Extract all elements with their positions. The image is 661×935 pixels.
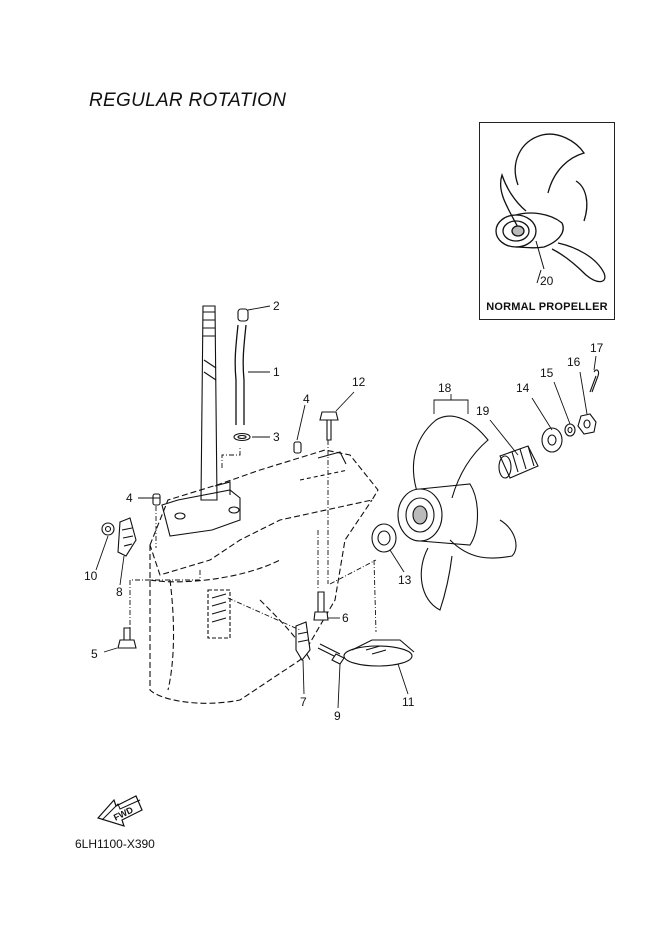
thrust-washer-13	[371, 523, 397, 553]
nut-10-hole	[104, 525, 112, 533]
part-label-16: 16	[567, 355, 581, 369]
bolt-12	[319, 411, 339, 441]
nut-10	[101, 522, 115, 536]
part-label-8: 8	[116, 585, 123, 599]
fwd-arrow-icon: FWD	[96, 795, 143, 827]
part-label-2: 2	[273, 299, 280, 313]
spacer-19	[498, 445, 539, 479]
plug-left	[152, 493, 161, 506]
normal-propeller-inset: 20 NORMAL PROPELLER	[479, 122, 615, 320]
part-label-5: 5	[91, 647, 98, 661]
plug-upper	[293, 441, 302, 454]
bolt-6	[313, 591, 329, 621]
part-label-17: 17	[590, 341, 604, 355]
part-number-labels: 2 1 3 4 4 10 8 5 6 7 9 11 12 13 14 15 16…	[84, 299, 604, 723]
washer-15-hole	[567, 426, 573, 434]
lower-casing	[149, 449, 379, 704]
part-label-4-upper: 4	[303, 392, 310, 406]
propeller-18	[397, 415, 517, 611]
part-label-6: 6	[342, 611, 349, 625]
drawing-code: 6LH1100-X390	[75, 837, 155, 851]
nut-16	[577, 413, 597, 435]
anode-11	[343, 639, 415, 667]
part-label-15: 15	[540, 366, 554, 380]
inset-part-number: 20	[540, 274, 554, 288]
part-label-14: 14	[516, 381, 530, 395]
part-label-10: 10	[84, 569, 98, 583]
part-label-1: 1	[273, 365, 280, 379]
inset-caption: NORMAL PROPELLER	[486, 301, 608, 313]
part-label-4-left: 4	[126, 491, 133, 505]
part-label-11: 11	[402, 695, 415, 709]
part-label-12: 12	[352, 375, 366, 389]
bolt-5	[117, 627, 137, 649]
part-label-7: 7	[300, 695, 307, 709]
inset-propeller-drawing: 20	[495, 133, 606, 288]
part-label-18: 18	[438, 381, 452, 395]
bolt-9	[317, 643, 345, 665]
drive-shaft	[200, 305, 218, 501]
washer-14	[541, 427, 563, 453]
bracket-8	[117, 517, 137, 557]
part-label-9: 9	[334, 709, 341, 723]
diagram-title: REGULAR ROTATION	[89, 90, 287, 111]
part-label-13: 13	[398, 573, 412, 587]
part-label-3: 3	[273, 430, 280, 444]
part-label-19: 19	[476, 404, 490, 418]
water-tube	[233, 308, 251, 442]
leader-lines	[95, 305, 597, 709]
cotter-pin-17	[589, 369, 600, 393]
trim-tab-7	[295, 621, 311, 661]
washer-15	[564, 423, 576, 437]
